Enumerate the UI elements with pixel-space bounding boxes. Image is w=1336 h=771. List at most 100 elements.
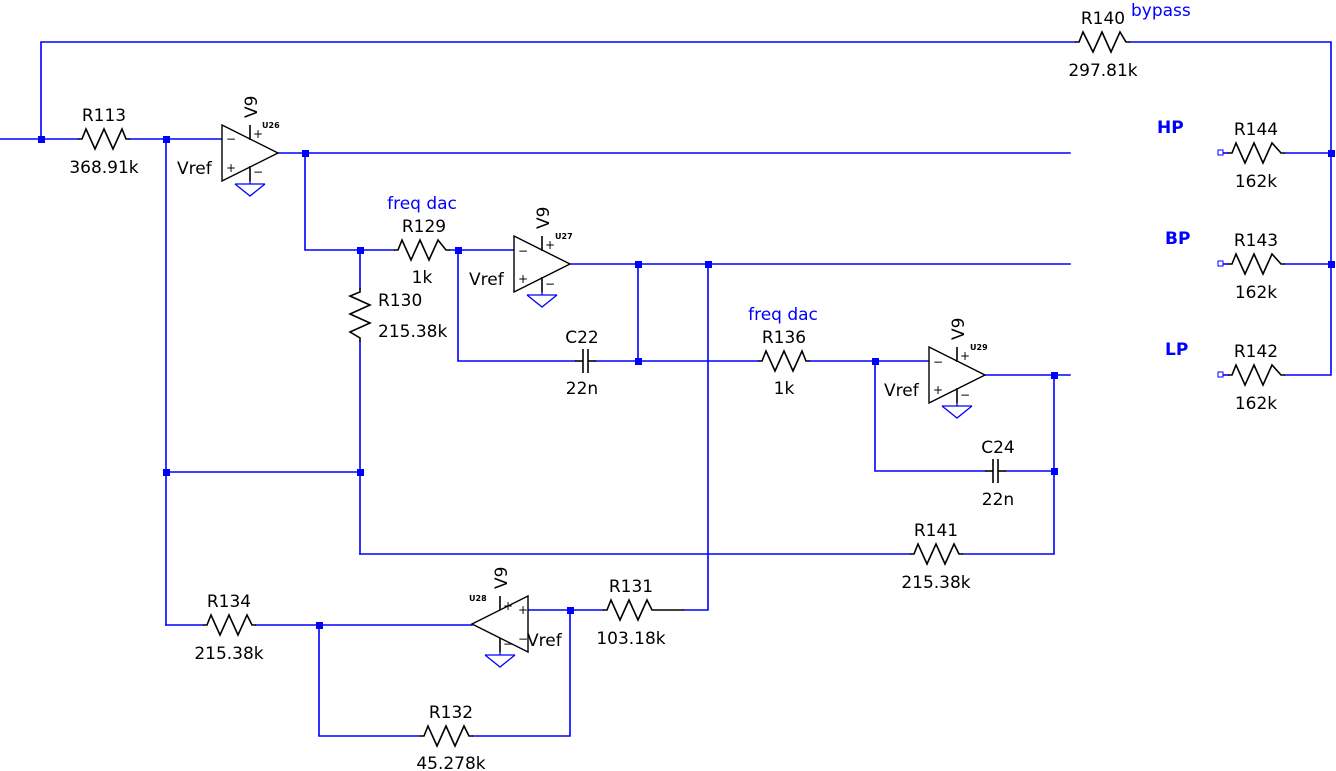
- net-label-freq-dac: freq dac: [387, 194, 457, 214]
- u26-supply-plus: +: [253, 127, 263, 141]
- r136-name: R136: [762, 328, 806, 348]
- capacitor-c24[interactable]: C24 22n: [981, 438, 1015, 510]
- resistor-r141[interactable]: R141 215.38k: [901, 521, 970, 593]
- r143-name: R143: [1234, 231, 1278, 251]
- c24-name: C24: [981, 438, 1015, 458]
- ground-icon: [234, 181, 266, 197]
- u27-name: U27: [555, 232, 573, 241]
- r113-value: 368.91k: [69, 158, 138, 178]
- r113-name: R113: [82, 106, 126, 126]
- junction-dot: [567, 607, 574, 614]
- port-hp[interactable]: [1217, 149, 1224, 156]
- resistor-r136[interactable]: R136 1k: [758, 328, 810, 399]
- u27-supply-plus: +: [545, 238, 555, 252]
- junction-dot: [302, 150, 309, 157]
- resistor-r134[interactable]: R134 215.38k: [194, 592, 263, 664]
- c22-value: 22n: [566, 379, 598, 399]
- r144-value: 162k: [1235, 172, 1277, 192]
- r140-name: R140: [1081, 9, 1125, 29]
- junction-dot: [635, 358, 642, 365]
- u29-vref: Vref: [884, 381, 920, 401]
- opamp-u26[interactable]: − + + − V9 U26 Vref: [177, 96, 280, 197]
- u26-vref: Vref: [177, 159, 213, 179]
- junction-dot: [1051, 372, 1058, 379]
- u28-supply-minus: −: [503, 637, 513, 651]
- u27-plus: +: [518, 272, 528, 286]
- r132-name: R132: [429, 703, 473, 723]
- u26-name: U26: [262, 121, 280, 130]
- resistor-r140[interactable]: R140 297.81k: [1068, 9, 1137, 81]
- r131-value: 103.18k: [596, 629, 665, 649]
- u28-name: U28: [469, 594, 487, 603]
- u29-supply: V9: [949, 318, 969, 340]
- u29-name: U29: [970, 343, 988, 352]
- junction-dot: [1328, 261, 1335, 268]
- r129-value: 1k: [412, 268, 433, 288]
- capacitor-c22[interactable]: C22 22n: [565, 328, 599, 399]
- resistor-r144[interactable]: R144 162k: [1228, 120, 1285, 192]
- junction-dot: [455, 247, 462, 254]
- resistor-r142[interactable]: R142 162k: [1228, 342, 1285, 414]
- junction-dot: [38, 136, 45, 143]
- port-bp[interactable]: [1217, 260, 1224, 267]
- u27-supply: V9: [534, 207, 554, 229]
- junction-dot: [872, 358, 879, 365]
- opamp-u28[interactable]: + − + − V9 U28 Vref: [469, 567, 563, 668]
- r130-value: 215.38k: [378, 322, 447, 342]
- r141-name: R141: [914, 521, 958, 541]
- ground-icon: [526, 292, 558, 308]
- u29-plus: +: [933, 383, 943, 397]
- u27-minus: −: [518, 244, 528, 258]
- port-lp[interactable]: [1217, 371, 1224, 378]
- r132-value: 45.278k: [416, 754, 485, 771]
- net-label-hp: HP: [1157, 118, 1184, 138]
- junction-dot: [1328, 150, 1335, 157]
- r136-value: 1k: [774, 379, 795, 399]
- u26-plus: +: [226, 161, 236, 175]
- r143-value: 162k: [1235, 283, 1277, 303]
- ground-icon: [484, 652, 516, 668]
- junction-dot: [316, 622, 323, 629]
- ground-icon: [941, 403, 973, 419]
- wires: [0, 41, 1332, 737]
- net-label-lp: LP: [1165, 340, 1188, 360]
- junction-dot: [357, 247, 364, 254]
- r134-name: R134: [207, 592, 251, 612]
- resistor-r143[interactable]: R143 162k: [1228, 231, 1285, 303]
- u28-vref: Vref: [527, 631, 563, 651]
- r140-value: 297.81k: [1068, 61, 1137, 81]
- r129-name: R129: [402, 217, 446, 237]
- r131-name: R131: [609, 577, 653, 597]
- r130-name: R130: [378, 291, 422, 311]
- r134-value: 215.38k: [194, 644, 263, 664]
- junction-dot: [357, 469, 364, 476]
- resistor-r113[interactable]: R113 368.91k: [69, 106, 138, 178]
- net-label-bp: BP: [1165, 229, 1190, 249]
- junction-dot: [163, 469, 170, 476]
- u27-vref: Vref: [469, 270, 505, 290]
- u29-minus: −: [933, 355, 943, 369]
- c24-value: 22n: [982, 490, 1014, 510]
- net-label-freq-dac: freq dac: [748, 305, 818, 325]
- u26-supply-minus: −: [253, 165, 263, 179]
- u29-supply-minus: −: [960, 388, 970, 402]
- resistor-r131[interactable]: R131 103.18k: [596, 577, 684, 649]
- u28-supply-plus: +: [503, 599, 513, 613]
- u29-supply-plus: +: [960, 349, 970, 363]
- u26-minus: −: [226, 132, 236, 146]
- u28-plus: +: [518, 603, 528, 617]
- ports: [1217, 149, 1224, 378]
- opamp-u27[interactable]: − + + − V9 U27 Vref: [469, 207, 573, 308]
- r142-name: R142: [1234, 342, 1278, 362]
- junction-dot: [163, 136, 170, 143]
- resistor-r129[interactable]: R129 1k: [394, 217, 450, 288]
- junctions: [38, 136, 1335, 629]
- resistor-r130[interactable]: R130 215.38k: [347, 288, 447, 342]
- opamp-u29[interactable]: − + + − V9 U29 Vref: [884, 318, 988, 419]
- r144-name: R144: [1234, 120, 1278, 140]
- resistor-r132[interactable]: R132 45.278k: [416, 703, 485, 771]
- net-label-bypass: bypass: [1131, 1, 1191, 21]
- r141-value: 215.38k: [901, 573, 970, 593]
- u26-supply: V9: [242, 96, 262, 118]
